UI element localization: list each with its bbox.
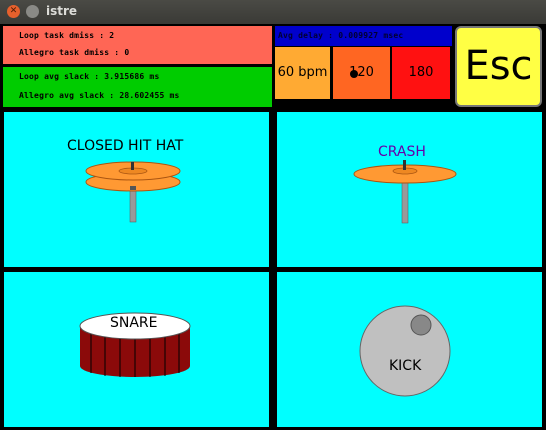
bpm-60-label: 60 bpm [277,65,328,80]
window-title: istre [46,4,78,18]
kick-icon [359,305,451,397]
closed-hihat-label: CLOSED HIT HAT [67,138,184,154]
crash-label: CRASH [378,144,426,160]
esc-button[interactable]: Esc [455,26,542,107]
crash-pad[interactable]: CRASH [277,112,542,267]
snare-icon [79,312,191,377]
closed-hihat-pad[interactable]: CLOSED HIT HAT [4,112,269,267]
bpm-indicator-dot [350,70,358,78]
snare-label: SNARE [110,315,158,331]
title-bar: ✕ istre [0,0,546,24]
bpm-120-button[interactable]: 120 bpm [333,47,390,132]
slack-panel: Loop avg slack : 3.915686 ms Allegro avg… [3,67,272,107]
esc-label: Esc [464,43,533,89]
bpm-60-button[interactable]: 60 bpm [275,47,330,99]
deadline-miss-panel: Loop task dmiss : 2 Allegro task dmiss :… [3,26,272,64]
kick-pad[interactable]: KICK [277,272,542,427]
kick-label: KICK [389,358,422,374]
allegro-avg-slack: Allegro avg slack : 28.602455 ms [19,91,180,100]
snare-pad[interactable]: SNARE [4,272,269,427]
crash-icon [353,160,457,224]
avg-delay: Avg delay : 0.009927 msec [278,31,404,40]
app-window: Loop task dmiss : 2 Allegro task dmiss :… [0,24,546,430]
avg-delay-panel: Avg delay : 0.009927 msec [275,26,452,46]
allegro-task-dmiss: Allegro task dmiss : 0 [19,48,130,57]
minimize-icon[interactable] [26,5,39,18]
bpm-180-button[interactable]: 180 bpm [392,47,450,132]
close-icon[interactable]: ✕ [7,5,20,18]
loop-task-dmiss: Loop task dmiss : 2 [19,31,115,40]
hihat-icon [85,161,181,223]
loop-avg-slack: Loop avg slack : 3.915686 ms [19,72,160,81]
